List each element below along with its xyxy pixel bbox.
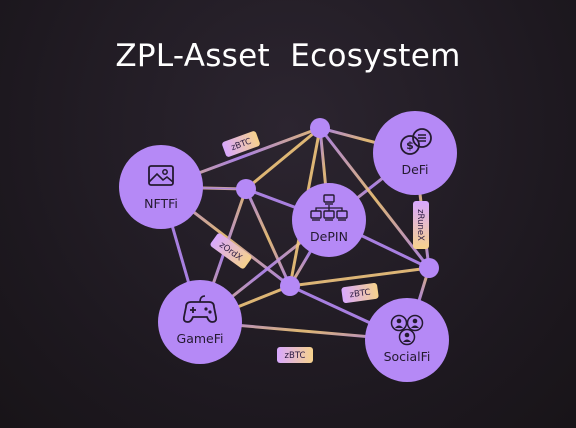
node-label: DeFi [401,162,428,177]
node-nftfi: NFTFi [119,145,203,229]
tag-zbtc-mid: zBTC [341,282,379,304]
connection-line [318,126,431,270]
node-circle [119,145,203,229]
connection-line [244,126,322,191]
node-label: SocialFi [384,349,431,364]
node-label: GameFi [177,331,224,346]
edge-tag-label: zRuneX [415,209,425,241]
svg-text:$: $ [406,139,414,152]
edge-tag-label: zBTC [285,351,306,361]
diagram-title: ZPL-Asset Ecosystem [115,38,461,74]
connection-line [244,187,292,288]
hub-center [280,276,300,296]
node-socialfi: SocialFi [365,298,449,382]
tag-zbtc-bottom: zBTC [277,347,313,363]
gamepad-icon [182,295,218,323]
hub-left [236,179,256,199]
node-label: DePIN [310,229,348,244]
users-icon [390,314,424,346]
node-label: NFTFi [144,196,178,211]
hub-top [310,118,330,138]
node-defi: $ DeFi [373,111,457,195]
node-circle [158,280,242,364]
coins-icon: $ [400,128,432,155]
network-icon [310,194,348,221]
edge-tag-label: zBTC [349,288,371,301]
tag-zrunex: zRuneX [413,201,429,249]
hub-right [419,258,439,278]
node-depin: DePIN [292,183,366,257]
connection-line [288,266,431,288]
hub-nodes [236,118,439,296]
node-gamefi: GameFi [158,280,242,364]
image-icon [148,165,174,186]
tag-zbtc-top: zBTC [222,131,260,157]
